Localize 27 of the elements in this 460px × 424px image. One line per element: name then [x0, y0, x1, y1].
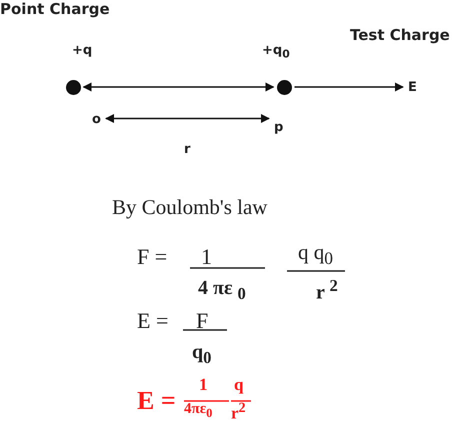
formula-text: E =: [137, 310, 168, 332]
heading: Point Charge: [0, 2, 110, 17]
point-label: p: [272, 121, 286, 134]
heading: Test Charge: [350, 28, 450, 43]
formula-text: 1: [201, 246, 212, 268]
charge-label: +q: [72, 44, 92, 57]
arrow: [82, 82, 274, 92]
formula-text: q$_{0}$: [192, 342, 212, 367]
charge-dot: [276, 80, 292, 94]
formula-text: F =: [137, 246, 168, 268]
formula-text: By Coulomb's law: [112, 197, 268, 218]
charge-label: +q$_{0}$: [262, 44, 290, 60]
arrow: [294, 82, 404, 92]
formula-text: E =: [137, 388, 176, 414]
formula-text: q q$_{0}$: [298, 242, 333, 268]
formula-text: 4πε$_{0}$: [184, 402, 212, 420]
formula-text: 4 πε $_{0}$: [198, 278, 246, 303]
point-label: o: [90, 113, 103, 126]
distance-label: r: [184, 143, 190, 156]
formula-text: q: [234, 376, 244, 393]
point-label: E: [406, 81, 419, 94]
formula-text: 1: [199, 376, 208, 393]
formula-text: r $^{2}$: [316, 278, 338, 303]
arrow: [105, 114, 270, 123]
formula-text: r$^{2}$: [231, 401, 246, 422]
charge-dot: [66, 80, 80, 94]
formula-text: F: [196, 310, 208, 332]
